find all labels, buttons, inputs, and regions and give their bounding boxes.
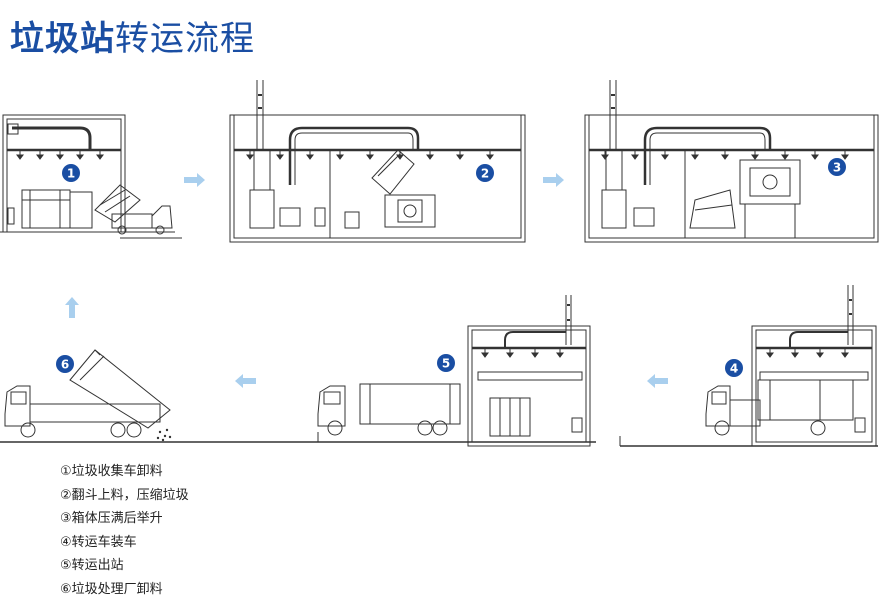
flow-arrows xyxy=(65,173,668,388)
legend-item-3: ③箱体压满后举升 xyxy=(60,511,163,526)
panel-step-6 xyxy=(0,349,318,443)
panel-step-5 xyxy=(317,295,596,447)
svg-text:6: 6 xyxy=(61,358,69,372)
arrow-up xyxy=(65,297,79,318)
falling-debris xyxy=(156,428,172,442)
arrow-right-2 xyxy=(543,173,564,187)
svg-text:4: 4 xyxy=(730,362,738,376)
title-bold: 垃圾站 xyxy=(10,19,115,59)
sprinklers-5 xyxy=(481,347,564,358)
step-legend: ①垃圾收集车卸料 ②翻斗上料，压缩垃圾 ③箱体压满后举升 ④转运车装车 ⑤转运出… xyxy=(60,460,320,601)
sprinklers-3 xyxy=(601,149,849,160)
sprinklers-2 xyxy=(246,149,494,160)
step-badge-3: 3 xyxy=(828,158,846,176)
svg-text:3: 3 xyxy=(833,161,841,175)
panel-step-3 xyxy=(584,80,879,243)
title-normal: 转运流程 xyxy=(115,19,255,59)
step-badge-4: 4 xyxy=(725,359,743,377)
legend-item-2: ②翻斗上料，压缩垃圾 xyxy=(60,487,189,503)
step-badge-5: 5 xyxy=(437,354,455,372)
panel-step-1 xyxy=(0,114,182,239)
arrow-left-1 xyxy=(647,374,668,388)
legend-item-5: ⑤转运出站 xyxy=(60,558,124,573)
arrow-right-1 xyxy=(184,173,205,187)
svg-text:1: 1 xyxy=(67,167,75,181)
panel-step-2 xyxy=(229,80,526,243)
page-title: 垃圾站 转运流程 xyxy=(10,14,255,64)
sprinklers-4 xyxy=(766,347,849,358)
svg-text:2: 2 xyxy=(481,167,489,181)
arrow-left-2 xyxy=(235,374,256,388)
legend-item-6: ⑥垃圾处理厂卸料 xyxy=(60,581,163,597)
legend-item-4: ④转运车装车 xyxy=(60,534,137,550)
panel-step-4 xyxy=(619,285,878,447)
step-badge-2: 2 xyxy=(476,164,494,182)
sprinklers-1 xyxy=(16,149,104,160)
legend-item-1: ①垃圾收集车卸料 xyxy=(60,464,163,479)
svg-text:5: 5 xyxy=(442,357,450,371)
step-badge-6: 6 xyxy=(56,355,74,373)
step-badge-1: 1 xyxy=(62,164,80,182)
